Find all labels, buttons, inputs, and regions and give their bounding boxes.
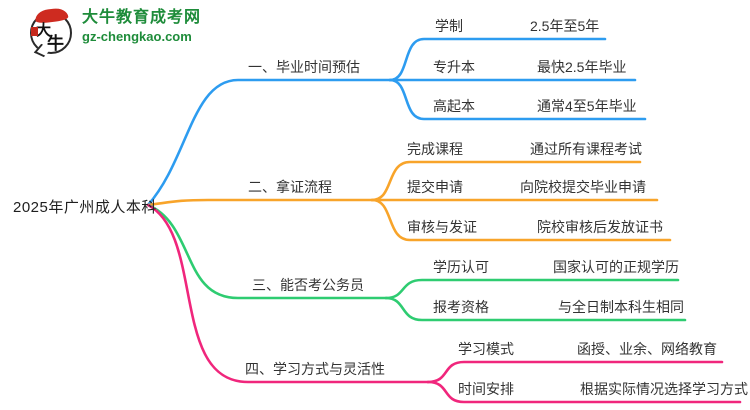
table-row: 时间安排 根据实际情况选择学习方式 bbox=[0, 379, 750, 399]
logo-char-2: 牛 bbox=[47, 34, 64, 54]
table-row: 学历认可 国家认可的正规学历 bbox=[0, 257, 750, 277]
row-value: 向院校提交毕业申请 bbox=[520, 179, 646, 195]
row-term: 专升本 bbox=[433, 59, 475, 75]
row-term: 学制 bbox=[435, 18, 463, 34]
branch-3-row-2-line bbox=[384, 296, 687, 322]
table-row: 报考资格 与全日制本科生相同 bbox=[0, 297, 750, 317]
root-node: 2025年广州成人本科 bbox=[13, 199, 157, 216]
branch-4-label: 四、学习方式与灵活性 bbox=[245, 361, 385, 377]
logo-char-1: 大 bbox=[36, 21, 52, 39]
table-row: 审核与发证 院校审核后发放证书 bbox=[0, 217, 750, 237]
row-value: 通过所有课程考试 bbox=[530, 141, 642, 157]
table-row: 专升本 最快2.5年毕业 bbox=[0, 57, 750, 77]
logo-url: gz-chengkao.com bbox=[82, 28, 192, 44]
branch-1-row-1-line bbox=[388, 37, 607, 82]
branch-3-label: 三、能否考公务员 bbox=[252, 277, 364, 293]
branch-2-label: 二、拿证流程 bbox=[248, 179, 332, 195]
table-row: 完成课程 通过所有课程考试 bbox=[0, 139, 750, 159]
row-term: 时间安排 bbox=[458, 381, 514, 397]
logo-badge-icon: 大 牛 bbox=[30, 7, 72, 58]
logo-text-block: 大牛教育成考网 gz-chengkao.com bbox=[82, 9, 201, 44]
branch-3-row-1-line bbox=[384, 278, 680, 300]
logo-title: 大牛教育成考网 bbox=[82, 9, 202, 26]
table-row: 学制 2.5年至5年 bbox=[0, 16, 750, 36]
row-value: 国家认可的正规学历 bbox=[553, 259, 679, 275]
row-value: 通常4至5年毕业 bbox=[537, 98, 637, 114]
row-term: 报考资格 bbox=[433, 299, 489, 315]
branch-1-curve bbox=[146, 78, 392, 207]
branch-2-row-3-line bbox=[370, 198, 672, 242]
row-value: 最快2.5年毕业 bbox=[537, 59, 627, 75]
branch-3-curve bbox=[146, 203, 388, 300]
row-value: 院校审核后发放证书 bbox=[537, 219, 663, 235]
row-term: 完成课程 bbox=[407, 141, 463, 157]
logo-red-seal-icon bbox=[31, 27, 38, 36]
branch-4-curve bbox=[146, 203, 430, 384]
row-value: 与全日制本科生相同 bbox=[558, 299, 684, 315]
branch-1-row-3-line bbox=[388, 78, 647, 121]
row-term: 高起本 bbox=[433, 98, 475, 114]
site-logo[interactable]: 大 牛 大牛教育成考网 gz-chengkao.com bbox=[30, 7, 201, 58]
branch-2-curve bbox=[146, 198, 374, 207]
row-term: 审核与发证 bbox=[407, 219, 477, 235]
row-term: 提交申请 bbox=[407, 179, 463, 195]
row-term: 学习模式 bbox=[458, 341, 514, 357]
row-value: 根据实际情况选择学习方式 bbox=[580, 381, 748, 397]
branch-4-row-2-line bbox=[426, 380, 742, 404]
row-term: 学历认可 bbox=[433, 259, 489, 275]
branch-1-label: 一、毕业时间预估 bbox=[248, 59, 360, 75]
branch-4-row-1-line bbox=[426, 360, 724, 384]
table-row: 学习模式 函授、业余、网络教育 bbox=[0, 339, 750, 359]
row-value: 函授、业余、网络教育 bbox=[577, 341, 717, 357]
table-row: 高起本 通常4至5年毕业 bbox=[0, 96, 750, 116]
row-value: 2.5年至5年 bbox=[530, 18, 600, 34]
table-row: 提交申请 向院校提交毕业申请 bbox=[0, 177, 750, 197]
branch-2-row-1-line bbox=[370, 160, 642, 202]
